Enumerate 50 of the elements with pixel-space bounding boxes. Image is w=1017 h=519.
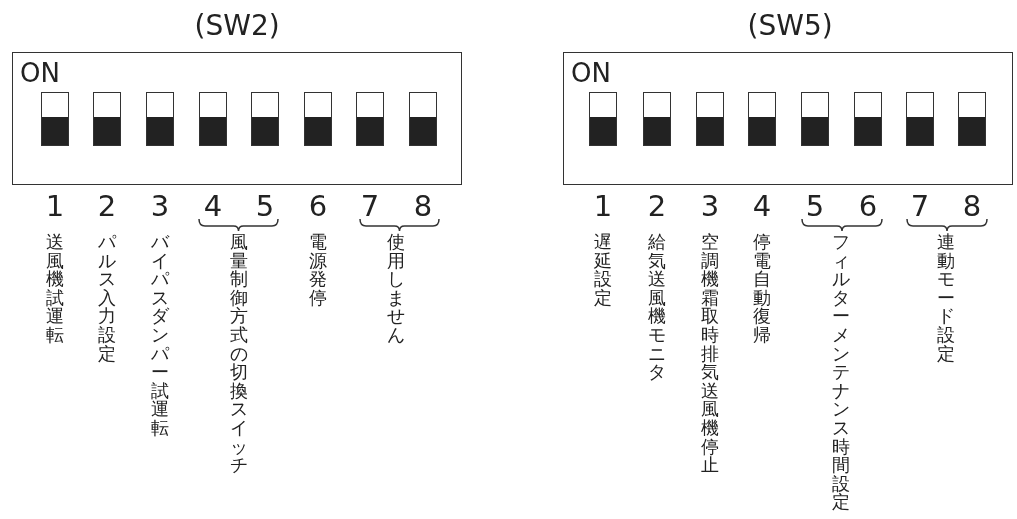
switch-number: 1 <box>592 192 614 221</box>
function-label: 給気送風機モニタ <box>647 233 667 382</box>
toggle-switch <box>408 91 437 146</box>
toggle-switch <box>747 91 776 146</box>
switch-number: 7 <box>909 192 931 221</box>
function-label: 空調機霜取時排気送風機停止 <box>700 233 720 475</box>
toggle-switch <box>40 91 69 146</box>
function-label: 使用しません <box>386 233 406 345</box>
switch-number: 6 <box>857 192 879 221</box>
on-label: ON <box>20 60 60 86</box>
switch-number: 4 <box>202 192 224 221</box>
function-label: 電源発停 <box>308 233 328 308</box>
switch-number: 5 <box>804 192 826 221</box>
switch-number: 3 <box>149 192 171 221</box>
toggle-switch <box>303 91 332 146</box>
toggle-switch <box>853 91 882 146</box>
switch-number: 2 <box>646 192 668 221</box>
switch-number: 5 <box>254 192 276 221</box>
function-label: 遅延設定 <box>593 233 613 308</box>
function-label: 送風機試運転 <box>45 233 65 345</box>
dip-switch-box <box>563 52 1013 185</box>
toggle-switch <box>250 91 279 146</box>
toggle-switch <box>145 91 174 146</box>
function-label: フィルターメンテナンス時間設定 <box>831 233 851 512</box>
toggle-switch <box>588 91 617 146</box>
switch-number: 1 <box>44 192 66 221</box>
switch-title: (SW5) <box>747 12 833 40</box>
toggle-switch <box>355 91 384 146</box>
switch-number: 6 <box>307 192 329 221</box>
switch-number: 8 <box>412 192 434 221</box>
toggle-switch <box>642 91 671 146</box>
function-label: パルス入力設定 <box>97 233 118 364</box>
toggle-switch <box>92 91 121 146</box>
function-label: 風量制御方式の切換スイッチ <box>229 233 249 475</box>
switch-number: 3 <box>699 192 721 221</box>
dip-switch-box <box>12 52 462 185</box>
switch-number: 2 <box>96 192 118 221</box>
toggle-switch <box>800 91 829 146</box>
toggle-switch <box>695 91 724 146</box>
toggle-switch <box>198 91 227 146</box>
function-label: 停電自動復帰 <box>752 233 772 345</box>
toggle-switch <box>905 91 934 146</box>
switch-number: 7 <box>359 192 381 221</box>
on-label: ON <box>571 60 611 86</box>
function-label: 連動モード設定 <box>936 233 956 364</box>
switch-number: 8 <box>961 192 983 221</box>
function-label: バイパスダンパー試運転 <box>150 233 171 438</box>
toggle-switch <box>957 91 986 146</box>
switch-number: 4 <box>751 192 773 221</box>
switch-title: (SW2) <box>194 12 280 40</box>
